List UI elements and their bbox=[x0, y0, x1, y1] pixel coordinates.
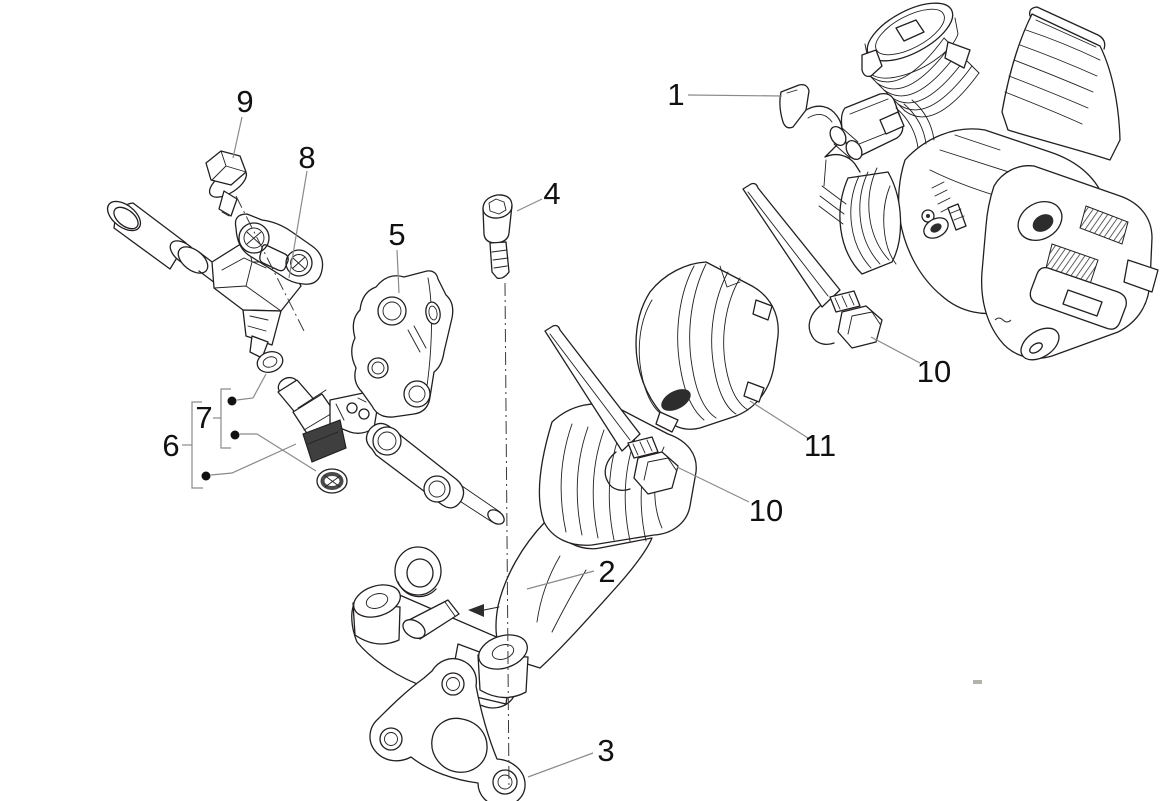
idle-screw-spring bbox=[921, 181, 967, 239]
bullet-leader-upper bbox=[236, 373, 267, 401]
injector-retainer-bracket bbox=[234, 213, 324, 285]
throttle-cap bbox=[861, 2, 971, 79]
leader-11 bbox=[749, 400, 809, 439]
callout-11: 11 bbox=[804, 428, 836, 463]
callout-5: 5 bbox=[388, 217, 405, 252]
leader-2 bbox=[526, 570, 595, 590]
callout-8: 8 bbox=[298, 140, 315, 175]
leader-4 bbox=[516, 198, 543, 212]
assembly-centerlines bbox=[235, 195, 510, 789]
intake-manifold bbox=[351, 403, 697, 709]
throttle-body-assembly bbox=[779, 2, 1159, 361]
callout-brackets bbox=[182, 373, 317, 489]
bullet-leader-lower bbox=[210, 443, 297, 476]
bullet-leader-middle bbox=[240, 433, 317, 472]
leader-9 bbox=[232, 116, 243, 159]
callout-1: 1 bbox=[667, 77, 684, 112]
hose-clamp-right bbox=[742, 182, 883, 349]
ref-bullet bbox=[227, 396, 237, 406]
manifold-gasket bbox=[369, 657, 526, 801]
leader-1 bbox=[687, 94, 783, 97]
throttle-linkage-tab bbox=[779, 83, 863, 225]
callout-10-right: 10 bbox=[917, 354, 951, 389]
ref-bullet bbox=[230, 430, 240, 440]
side-sensor-housing bbox=[840, 92, 935, 157]
leader-8 bbox=[288, 170, 308, 279]
callout-9: 9 bbox=[236, 84, 253, 119]
leader-5 bbox=[396, 249, 400, 294]
stray-mark bbox=[973, 680, 982, 684]
callout-6: 6 bbox=[162, 428, 179, 463]
callout-4: 4 bbox=[543, 176, 560, 211]
hex-flange-bolt bbox=[205, 150, 248, 217]
hose-union-tube bbox=[106, 200, 221, 284]
callout-10-left: 10 bbox=[749, 493, 783, 528]
rubber-coupling-spacer bbox=[635, 261, 779, 433]
hose-clamp-left bbox=[544, 324, 679, 495]
fuel-injector bbox=[277, 376, 379, 463]
leader-10-left bbox=[676, 466, 750, 503]
o-ring-upper bbox=[256, 351, 284, 373]
leader-10-right bbox=[870, 336, 921, 364]
actuator-cover bbox=[980, 165, 1159, 361]
inlet-port-rings bbox=[839, 167, 902, 275]
intake-horn bbox=[1001, 6, 1121, 161]
o-ring-lower bbox=[316, 468, 348, 494]
leader-lines bbox=[232, 94, 921, 778]
support-bracket-plate bbox=[351, 270, 454, 418]
leader-3 bbox=[527, 752, 594, 778]
callout-3: 3 bbox=[597, 733, 614, 768]
ref-bullet bbox=[201, 471, 211, 481]
callout-7: 7 bbox=[195, 400, 212, 435]
socket-head-screw bbox=[482, 194, 513, 280]
callout-2: 2 bbox=[598, 554, 615, 589]
